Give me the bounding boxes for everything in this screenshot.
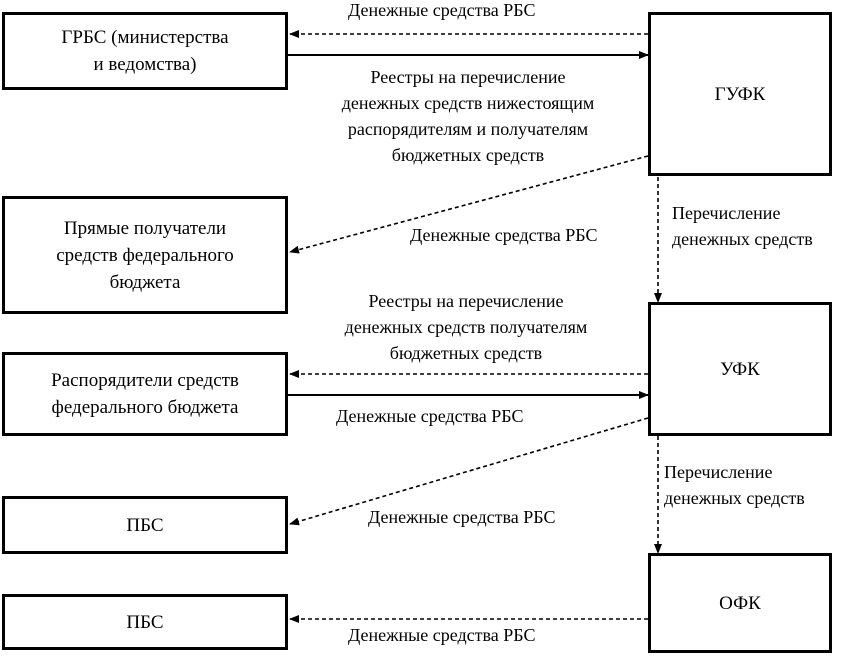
gufk-box: ГУФК: [648, 12, 832, 176]
edge-label-gufk-to-grbs: Денежные средства РБС: [348, 0, 536, 20]
pbs-label-2: ПБС: [126, 611, 164, 633]
edge-label-ufk-to-managers: Реестры на перечисление денежных средств…: [344, 291, 588, 363]
managers-box: Распорядители средств федерального бюдже…: [2, 352, 288, 436]
edge-label-ufk-to-ofk: Перечисление денежных средств: [664, 462, 805, 508]
arrow-ufk-to-pbs: [289, 417, 649, 526]
edge-label-grbs-to-gufk: Реестры на перечисление денежных средств…: [341, 67, 595, 165]
pbs-box-1: ПБС: [2, 496, 288, 554]
edge-label-ufk-to-pbs: Денежные средства РБС: [368, 507, 556, 527]
managers-label: Распорядители средств федерального бюдже…: [51, 370, 239, 418]
ofk-box: ОФК: [648, 553, 832, 653]
gufk-label: ГУФК: [714, 83, 766, 105]
ufk-box: УФК: [648, 302, 832, 436]
direct-recipients-label: Прямые получатели средств федерального б…: [56, 217, 234, 293]
grbs-box: ГРБС (министерства и ведомства): [2, 12, 288, 90]
pbs-label-1: ПБС: [126, 514, 164, 536]
edge-label-managers-to-ufk: Денежные средства РБС: [336, 406, 524, 426]
arrow-gufk-to-direct: [289, 155, 649, 254]
ufk-label: УФК: [720, 358, 760, 380]
edge-label-ofk-to-pbs: Денежные средства РБС: [348, 625, 536, 645]
edge-label-gufk-to-direct: Денежные средства РБС: [410, 225, 598, 245]
pbs-box-2: ПБС: [2, 594, 288, 650]
direct-recipients-box: Прямые получатели средств федерального б…: [2, 196, 288, 314]
edge-label-gufk-to-ufk: Перечисление денежных средств: [672, 203, 813, 249]
grbs-label: ГРБС (министерства и ведомства): [61, 27, 229, 75]
ofk-label: ОФК: [719, 592, 761, 614]
